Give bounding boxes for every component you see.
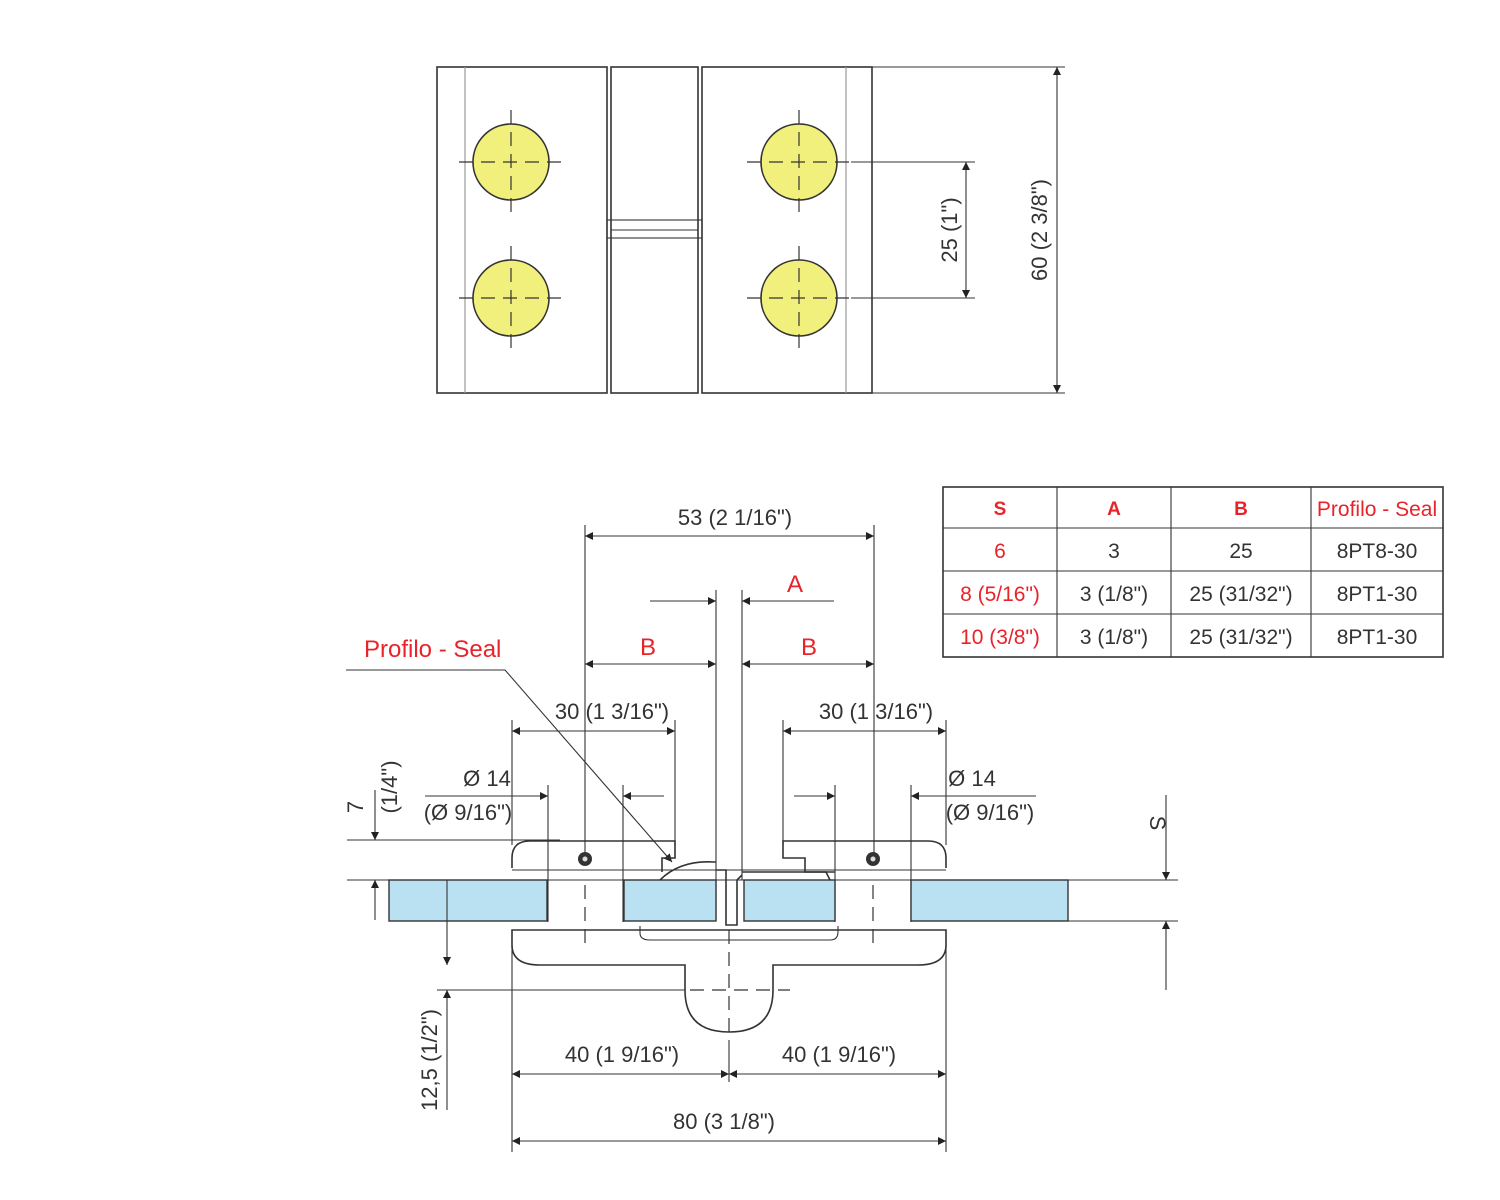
label-s: S [1145, 816, 1170, 831]
label-profilo-seal: Profilo - Seal [364, 636, 501, 663]
table-cell: 8PT8-30 [1337, 540, 1418, 563]
label-b-left: B [640, 634, 656, 661]
table-cell: 3 (1/8") [1080, 583, 1148, 606]
right-plate [701, 66, 873, 394]
table-cell: 8PT1-30 [1337, 626, 1418, 649]
seal-profile [659, 861, 716, 881]
table-cell: 25 (31/32") [1189, 583, 1292, 606]
glass-panel-left-inner [623, 879, 717, 922]
table-cell: 10 (3/8") [960, 626, 1040, 649]
section-view: 53 (2 1/16") A B B Profilo - Seal 30 (1 … [343, 505, 1178, 1152]
table-cell: 25 [1229, 540, 1252, 563]
table-cell: 3 (1/8") [1080, 626, 1148, 649]
dim-7-in: (1/4") [377, 760, 402, 813]
glass-panel-left [388, 879, 548, 922]
table-cell: 8 (5/16") [960, 583, 1040, 606]
screw-holes [459, 110, 975, 350]
dim-12-5: 12,5 (1/2") [417, 1009, 442, 1111]
table-header-seal: Profilo - Seal [1317, 498, 1437, 521]
hinge-upper-right [782, 840, 947, 873]
table-cell: 25 (31/32") [1189, 626, 1292, 649]
table-header-s: S [994, 499, 1007, 520]
dim-40-right: 40 (1 9/16") [782, 1042, 896, 1067]
dim-53: 53 (2 1/16") [678, 505, 792, 530]
dimensions-table: S A B Profilo - Seal 6 3 25 8PT8-30 8 (5… [942, 486, 1444, 658]
dim-d14-right-in: (Ø 9/16") [946, 800, 1035, 825]
dim-hole-spacing: 25 (1") [937, 197, 962, 262]
dim-d14-left: Ø 14 [463, 766, 511, 791]
dim-80: 80 (3 1/8") [673, 1109, 775, 1134]
dim-40-left: 40 (1 9/16") [565, 1042, 679, 1067]
table-cell: 8PT1-30 [1337, 583, 1418, 606]
table-header-a: A [1107, 499, 1121, 520]
top-view: 25 (1") 60 (2 3/8") [436, 66, 1065, 394]
label-b-right: B [801, 634, 817, 661]
hinge-upper-left [511, 840, 676, 872]
glass-panel-right [910, 879, 1069, 922]
dim-30-left: 30 (1 3/16") [555, 699, 669, 724]
glass-panel-right-inner [743, 879, 836, 922]
dim-30-right: 30 (1 3/16") [819, 699, 933, 724]
label-a: A [787, 571, 803, 598]
table-cell: 3 [1108, 540, 1120, 563]
dim-7: 7 [343, 801, 368, 813]
dim-d14-left-in: (Ø 9/16") [424, 800, 513, 825]
dim-height: 60 (2 3/8") [1027, 179, 1052, 281]
table-cell: 6 [994, 540, 1006, 563]
left-plate [436, 66, 608, 394]
dim-d14-right: Ø 14 [948, 766, 996, 791]
table-header-b: B [1234, 499, 1248, 520]
